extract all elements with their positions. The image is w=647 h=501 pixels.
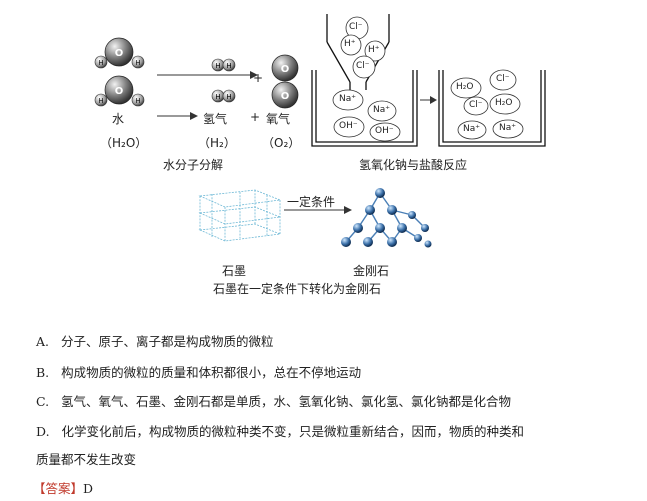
option-d-continuation: 质量都不发生改变 (36, 452, 137, 467)
plus-sign: + (250, 110, 261, 124)
option-letter: C. (36, 394, 50, 409)
ion-label: OH⁻ (375, 126, 394, 136)
svg-text:O: O (281, 64, 290, 75)
ion-label: Na⁺ (499, 123, 516, 133)
graphite-diamond-caption: 石墨在一定条件下转化为金刚石 (213, 282, 382, 296)
svg-text:H: H (135, 97, 140, 105)
option-text: 分子、原子、离子都是构成物质的微粒 (60, 334, 274, 349)
option-a: A. 分子、原子、离子都是构成物质的微粒 (36, 331, 273, 350)
ion-label: H₂O (456, 82, 474, 92)
svg-text:H: H (215, 93, 220, 101)
chemistry-figure: O H H O H H H H H H O O (94, 14, 546, 248)
oxygen-molecule: O O (271, 54, 299, 109)
answer-tag: 【答案】 (33, 481, 84, 496)
water-formula: （H₂O） (100, 136, 148, 150)
svg-text:O: O (115, 86, 124, 97)
neutralization-caption: 氢氧化钠与盐酸反应 (359, 158, 468, 172)
ion-label: H⁺ (368, 45, 380, 55)
graphite-lattice (198, 189, 282, 242)
water-molecule-2: O H H (94, 75, 145, 107)
plus-sign-top: + (253, 71, 264, 85)
graphite-label: 石墨 (222, 264, 247, 278)
svg-text:H: H (226, 93, 231, 101)
ion-label: Cl⁻ (349, 22, 363, 32)
svg-text:H: H (226, 62, 231, 70)
beaker-left-ions (332, 89, 401, 142)
ion-label: Na⁺ (463, 124, 480, 134)
diamond-label: 金刚石 (353, 264, 390, 278)
svg-text:O: O (115, 48, 124, 59)
svg-text:H: H (98, 59, 103, 67)
svg-text:O: O (281, 91, 290, 102)
answer-line: 【答案】D (33, 478, 93, 497)
decomposition-arrow-bottom (157, 112, 198, 120)
ion-label: H⁺ (344, 39, 356, 49)
option-letter: D. (36, 424, 50, 439)
svg-text:H: H (215, 62, 220, 70)
option-text: 氢气、氧气、石墨、金刚石都是单质，水、氢氧化钠、氯化氢、氯化钠都是化合物 (61, 394, 512, 409)
oxygen-formula: （O₂） (262, 136, 301, 150)
svg-text:H: H (98, 97, 103, 105)
svg-text:H: H (135, 59, 140, 67)
hydrogen-label: 氢气 (203, 112, 228, 126)
water-decomposition-caption: 水分子分解 (163, 158, 224, 172)
option-text: 化学变化前后，构成物质的微粒种类不变，只是微粒重新结合，因而，物质的种类和 (61, 424, 524, 439)
ion-label: H₂O (495, 98, 513, 108)
hydrogen-formula: （H₂） (198, 136, 236, 150)
hydrogen-molecule-2: H H (211, 89, 236, 103)
water-molecule-1: O H H (94, 37, 145, 69)
dropper-ions (340, 16, 386, 79)
condition-arrow (284, 206, 352, 214)
ion-label: Cl⁻ (469, 100, 483, 110)
diamond-structure (341, 188, 432, 248)
hydrogen-molecule-1: H H (211, 58, 236, 72)
option-c: C. 氢气、氧气、石墨、金刚石都是单质，水、氢氧化钠、氯化氢、氯化钠都是化合物 (36, 391, 511, 410)
ion-label: Cl⁻ (356, 61, 370, 71)
reaction-arrow (420, 96, 437, 104)
beaker-right (438, 70, 546, 147)
ion-label: Na⁺ (373, 105, 390, 115)
option-b: B. 构成物质的微粒的质量和体积都很小，总在不停地运动 (36, 362, 361, 381)
option-d: D. 化学变化前后，构成物质的微粒种类不变，只是微粒重新结合，因而，物质的种类和 (36, 421, 524, 440)
oxygen-label: 氧气 (266, 112, 291, 126)
beaker-right-ions (450, 69, 524, 140)
option-letter: B. (36, 365, 50, 380)
option-letter: A. (36, 334, 50, 349)
condition-label: 一定条件 (287, 195, 336, 209)
decomposition-arrow-top (157, 71, 258, 79)
ion-label: Na⁺ (339, 94, 356, 104)
answer-value: D (83, 481, 94, 496)
ion-label: OH⁻ (339, 121, 358, 131)
beaker-left (311, 70, 418, 147)
ion-label: Cl⁻ (496, 74, 510, 84)
water-label: 水 (112, 112, 125, 126)
option-text: 构成物质的微粒的质量和体积都很小，总在不停地运动 (61, 365, 362, 380)
